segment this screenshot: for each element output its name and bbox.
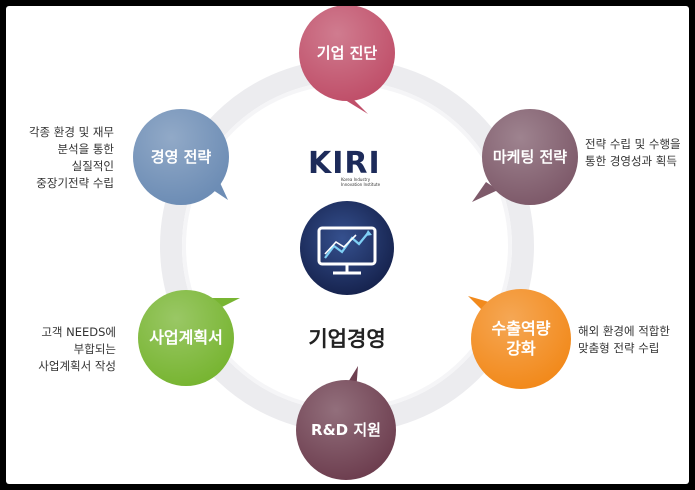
description-marketing: 전략 수립 및 수행을 통한 경영성과 획득 xyxy=(585,136,681,170)
node-label-diagnosis: 기업 진단 xyxy=(316,44,378,62)
diagram-canvas xyxy=(133,6,578,480)
bubble-marketing xyxy=(472,109,578,205)
logo-subtitle: Korea Industry Innovation Institute xyxy=(341,177,381,187)
description-line: 전략 수립 및 수행을 xyxy=(585,137,681,151)
description-line: 맞춤형 전략 수립 xyxy=(578,341,660,355)
monitor-chart-icon xyxy=(317,226,377,275)
bubble-bizplan xyxy=(138,290,240,386)
center-circle xyxy=(300,201,394,295)
description-line: 사업계획서 작성 xyxy=(38,359,116,373)
description-line: 각종 환경 및 재무 xyxy=(28,125,114,139)
node-label-strategy: 경영 전략 xyxy=(150,148,212,166)
description-line: 중장기전략 수립 xyxy=(36,176,114,190)
logo-text: KIRI xyxy=(308,146,381,181)
node-label-export: 수출역량 강화 xyxy=(491,319,551,358)
description-line: 고객 NEEDS에 xyxy=(41,325,116,339)
bubble-diagnosis xyxy=(299,6,395,114)
node-label-marketing: 마케팅 전략 xyxy=(492,148,568,166)
diagram-frame: KIRI Korea Industry Innovation Institute… xyxy=(6,6,689,484)
description-line: 분석을 통한 xyxy=(57,142,114,156)
node-label-bizplan: 사업계획서 xyxy=(149,328,223,347)
description-export: 해외 환경에 적합한 맞춤형 전략 수립 xyxy=(578,323,670,357)
node-label-rnd: R&D 지원 xyxy=(311,421,381,439)
description-line: 실질적인 xyxy=(71,159,114,173)
center-label: 기업경영 xyxy=(308,327,386,351)
bubble-rnd xyxy=(296,366,396,480)
description-line: 통한 경영성과 획득 xyxy=(585,154,677,168)
description-bizplan: 고객 NEEDS에 부합되는 사업계획서 작성 xyxy=(38,324,116,375)
description-line: 부합되는 xyxy=(73,342,116,356)
description-strategy: 각종 환경 및 재무 분석을 통한 실질적인 중장기전략 수립 xyxy=(29,124,114,192)
description-line: 해외 환경에 적합한 xyxy=(578,324,670,338)
bubble-strategy xyxy=(133,109,229,205)
bubble-export xyxy=(468,289,571,389)
kiri-logo: KIRI Korea Industry Innovation Institute xyxy=(308,146,388,190)
